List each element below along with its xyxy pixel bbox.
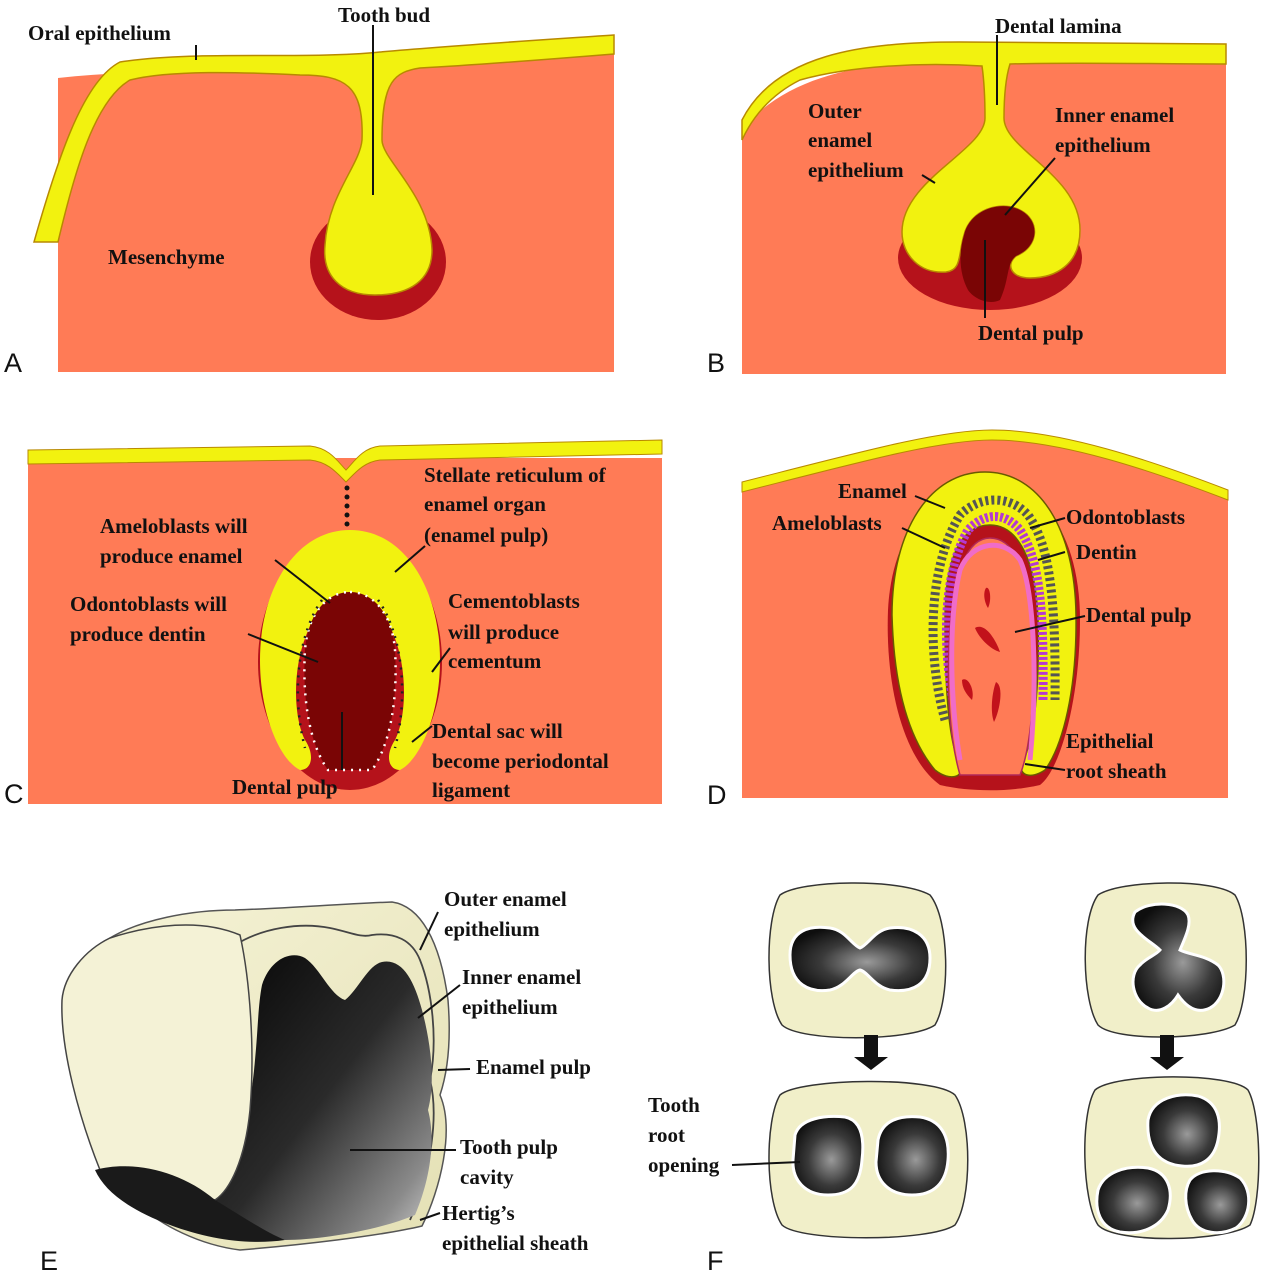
label-ameloblasts-d: Ameloblasts — [772, 511, 882, 535]
label-cementoblasts-3: cementum — [448, 649, 542, 673]
inner-enamel-leader — [1004, 157, 1056, 216]
oral-epithelium-c — [27, 439, 663, 483]
inner-enamel-leader-e — [417, 984, 461, 1019]
panel-letter-d: D — [707, 780, 727, 810]
label-dental-pulp-c: Dental pulp — [232, 775, 338, 799]
label-epithelium: epithelium — [808, 158, 904, 182]
label-dental-lamina: Dental lamina — [995, 14, 1122, 38]
root-opening-bl-left — [791, 1115, 865, 1197]
label-ameloblasts-1: Ameloblasts will — [100, 514, 248, 538]
label-dental-sac-1: Dental sac will — [432, 719, 563, 743]
label-opening-f: opening — [648, 1153, 720, 1177]
label-outer-enamel-e2: epithelium — [444, 917, 540, 941]
label-odontoblasts-d: Odontoblasts — [1066, 505, 1185, 529]
label-dentin-d: Dentin — [1076, 540, 1137, 564]
cementoblasts-leader — [431, 647, 451, 673]
panel-e: Outer enamel epithelium Inner enamel epi… — [40, 887, 591, 1276]
label-dental-pulp-d: Dental pulp — [1086, 603, 1192, 627]
panel-b: Dental lamina Outer enamel epithelium In… — [707, 14, 1227, 378]
odontoblasts-leader-d — [1029, 517, 1066, 529]
outer-enamel-leader-e — [419, 911, 439, 951]
panel-c: Stellate reticulum of enamel organ (enam… — [4, 439, 663, 809]
label-odontoblasts-2: produce dentin — [70, 622, 206, 646]
arrow-down-right — [1150, 1035, 1184, 1070]
tooth-pulp-cavity-3d — [215, 955, 432, 1240]
label-inner-enamel-e1: Inner enamel — [462, 965, 581, 989]
panel-letter-f: F — [707, 1246, 724, 1276]
oral-epithelium-b — [741, 41, 1227, 279]
label-hertig-e1: Hertig’s — [442, 1201, 515, 1225]
panel-letter-e: E — [40, 1246, 58, 1276]
label-stellate-2: enamel organ — [424, 492, 546, 516]
label-pulp-cavity-e1: Tooth pulp — [460, 1135, 558, 1159]
root-opening-br-top — [1146, 1093, 1221, 1168]
label-outer-enamel-e1: Outer enamel — [444, 887, 567, 911]
tooth-root-opening-leader — [731, 1161, 801, 1166]
label-inner-enamel-e2: epithelium — [462, 995, 558, 1019]
label-stellate-1: Stellate reticulum of — [424, 463, 607, 487]
root-opening-bl-right — [874, 1115, 950, 1197]
panel-letter-a: A — [4, 348, 22, 378]
ameloblasts-leader — [274, 559, 331, 604]
dental-pulp-leader-d — [1014, 615, 1086, 633]
label-oral-epithelium: Oral epithelium — [28, 21, 171, 45]
root-opening-tl — [788, 925, 932, 993]
root-opening-br-left — [1095, 1165, 1172, 1235]
panel-letter-b: B — [707, 348, 725, 378]
inner-enamel-epithelium-3d — [234, 924, 435, 1221]
arrow-down-left — [854, 1035, 888, 1070]
root-sheath-leader — [1024, 763, 1066, 771]
dental-pulp-b — [960, 206, 1035, 302]
label-odontoblasts-1: Odontoblasts will — [70, 592, 227, 616]
ameloblasts-leader-d — [901, 527, 946, 549]
odontoblasts-leader — [247, 633, 319, 663]
label-root-f: root — [648, 1123, 685, 1147]
stellate-leader — [394, 545, 426, 573]
label-enamel: enamel — [808, 128, 872, 152]
panel-a: Oral epithelium Tooth bud Mesenchyme A — [4, 3, 615, 378]
hertig-leader-e — [419, 1212, 441, 1221]
dental-pulp-c — [303, 590, 397, 772]
label-pulp-cavity-e2: cavity — [460, 1165, 514, 1189]
label-ameloblasts-2: produce enamel — [100, 544, 243, 568]
panel-f: Tooth root opening F — [648, 882, 1260, 1276]
panel-d: Enamel Ameloblasts Odontoblasts Dentin D… — [707, 429, 1229, 810]
label-tooth-bud: Tooth bud — [338, 3, 430, 27]
ameloblast-layer — [928, 495, 1060, 722]
label-cementoblasts-2: will produce — [448, 620, 559, 644]
label-root-sheath-d: root sheath — [1066, 759, 1167, 783]
root-opening-tr — [1131, 902, 1226, 1012]
front-face-cutaway — [61, 924, 253, 1201]
label-hertig-e2: epithelial sheath — [442, 1231, 589, 1255]
label-outer: Outer — [808, 99, 862, 123]
label-dental-sac-2: become periodontal — [432, 749, 609, 773]
enamel-pulp-leader-e — [437, 1068, 471, 1071]
enamel-organ-c — [260, 530, 440, 770]
label-enamel-pulp-e: Enamel pulp — [476, 1055, 591, 1079]
label-dental-pulp-b: Dental pulp — [978, 321, 1084, 345]
dentin-leader — [1037, 551, 1066, 561]
enamel-leader — [914, 495, 946, 509]
label-dental-sac-3: ligament — [432, 778, 510, 802]
label-tooth-f: Tooth — [648, 1093, 700, 1117]
label-epithelial-d: Epithelial — [1066, 729, 1154, 753]
odontoblast-layer — [941, 512, 1048, 711]
dental-sac-leader — [411, 725, 433, 743]
oral-epithelium — [33, 34, 615, 296]
root-opening-br-right — [1184, 1169, 1251, 1235]
oral-epithelium-d — [741, 429, 1229, 501]
outer-enamel-leader — [921, 174, 936, 184]
label-inner-epithelium: epithelium — [1055, 133, 1151, 157]
label-cementoblasts-1: Cementoblasts — [448, 589, 580, 613]
label-stellate-3: (enamel pulp) — [424, 523, 548, 547]
label-inner-enamel: Inner enamel — [1055, 103, 1174, 127]
label-enamel-d: Enamel — [838, 479, 907, 503]
dentin-layer — [949, 542, 1037, 761]
label-mesenchyme: Mesenchyme — [108, 245, 225, 269]
panel-letter-c: C — [4, 779, 24, 809]
crown-shadow — [95, 1166, 285, 1242]
